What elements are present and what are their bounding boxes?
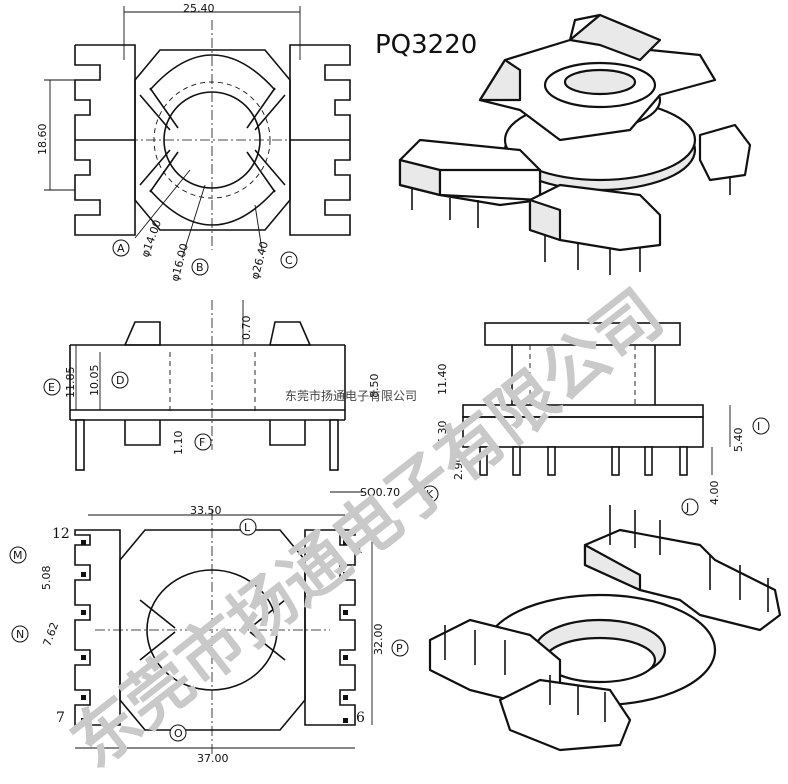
dim-overall-width: 37.00 [197,752,229,765]
label-e: E [48,381,55,394]
dim-630: 6.30 [436,421,449,446]
dim-1005: 10.05 [88,365,101,397]
bottom-view: 33.50 37.00 32.00 5.08 7.62 12 1 7 6 L M… [9,504,409,765]
label-p: P [396,642,403,655]
dim-flange: 0.70 [240,316,253,341]
label-d: D [116,374,124,387]
dim-400: 4.00 [708,481,721,506]
label-n: N [16,628,24,641]
side-view: 11.40 6.30 2.90 5.40 4.00 I J [436,322,770,516]
label-a: A [117,242,125,255]
iso-view-top [398,13,752,275]
dim-pitch: 5.08 [40,566,53,591]
label-j: J [685,501,689,514]
dim-110: 1.10 [172,431,185,456]
label-c: C [285,254,293,267]
dim-290: 2.90 [452,456,465,481]
label-f: F [199,436,205,449]
dim-dia-c: φ26.40 [248,240,271,281]
front-view: 0.70 11.85 10.05 1.10 8.50 E D F SQ0.70 … [43,300,439,503]
label-i: I [757,420,760,433]
pin-12: 12 [52,526,70,542]
watermark-small: 东莞市扬通电子有限公司 [285,388,417,403]
dim-850: 8.50 [368,374,381,399]
dim-bottom-height: 32.00 [372,624,385,656]
dim-1140: 11.40 [436,364,449,396]
bottom-pin-squares [81,540,348,723]
dim-gap: 7.62 [41,621,62,648]
side-pins [479,446,688,476]
dim-dia-a: φ14.00 [139,218,164,259]
dim-dia-b: φ16.00 [168,242,191,283]
dim-top-width: 25.40 [183,2,215,15]
label-o: O [174,727,183,740]
dim-sq070: SQ0.70 [360,486,400,499]
dim-1185: 11.85 [64,367,77,399]
iso-view-bottom [428,505,782,752]
pin-1: 1 [355,541,364,557]
label-m: M [13,549,23,562]
dim-bottom-width: 33.50 [190,504,222,517]
top-view: 25.40 18.60 φ14.00 φ16.00 φ26.40 A B C [36,2,351,283]
dim-top-height: 18.60 [36,124,49,156]
label-b: B [196,261,204,274]
pin-7: 7 [56,710,65,726]
pin-6: 6 [356,710,365,726]
label-l: L [244,521,251,534]
dim-540: 5.40 [732,428,745,453]
part-title: PQ3220 [375,30,477,60]
label-k: K [426,488,434,501]
